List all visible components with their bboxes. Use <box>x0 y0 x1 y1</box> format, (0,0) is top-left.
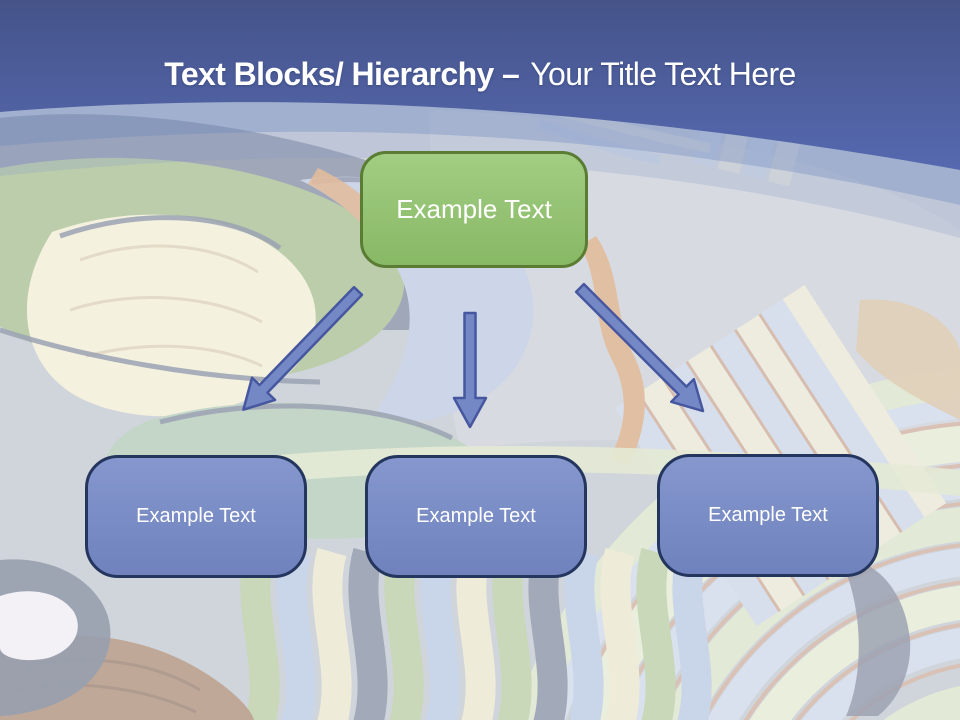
arrow-down-icon[interactable] <box>452 311 488 429</box>
title-regular-text: Your Title Text Here <box>530 56 796 92</box>
arrow-down-right-icon[interactable] <box>569 277 715 423</box>
hierarchy-child-box-3[interactable]: Example Text <box>657 454 879 577</box>
arrow-down-left-icon[interactable] <box>232 280 370 421</box>
hierarchy-root-box[interactable]: Example Text <box>360 151 588 268</box>
child-box-label: Example Text <box>136 505 256 527</box>
child-box-label: Example Text <box>708 504 828 526</box>
hierarchy-child-box-2[interactable]: Example Text <box>365 455 587 578</box>
header-curved-band <box>0 0 960 170</box>
child-box-label: Example Text <box>416 505 536 527</box>
hierarchy-child-box-1[interactable]: Example Text <box>85 455 307 578</box>
slide-title-textbox[interactable]: Text Blocks/ Hierarchy – Your Title Text … <box>0 53 960 95</box>
root-box-label: Example Text <box>396 194 552 224</box>
title-emphasis-text: Text Blocks/ Hierarchy – <box>164 56 520 92</box>
